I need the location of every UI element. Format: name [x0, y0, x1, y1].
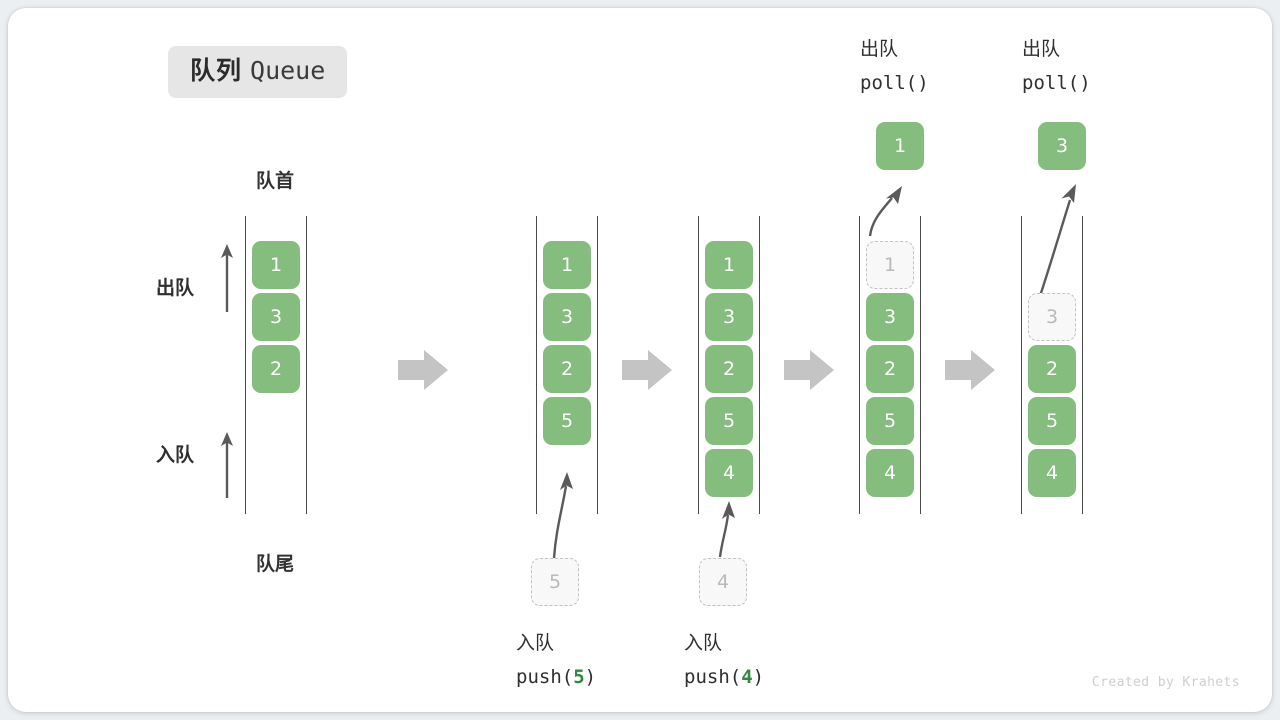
incoming-ghost-box: 5: [531, 558, 579, 606]
popped-element: 3: [1038, 122, 1086, 170]
dequeue-side-label: 出队: [156, 278, 195, 299]
rear-label: 队尾: [255, 554, 294, 575]
queue-item: 4: [1028, 449, 1076, 497]
front-label: 队首: [255, 171, 294, 192]
enqueue-direction-arrow: [221, 432, 233, 498]
queue-item-removed: 1: [866, 241, 914, 289]
poll-arrow-3: [1038, 184, 1076, 297]
step-arrow-3: [784, 350, 834, 390]
queue-item: 1: [543, 241, 591, 289]
queue-item: 5: [543, 397, 591, 445]
push-arrow-4: [718, 501, 735, 558]
caption-cn: 出队: [860, 39, 899, 60]
caption-cn: 出队: [1022, 39, 1061, 60]
queue-item: 2: [543, 345, 591, 393]
caption-code-arg: 4: [741, 665, 753, 688]
queue-item: 3: [705, 293, 753, 341]
queue-rail-right: [1082, 216, 1083, 514]
queue-slots: 1 3 2: [252, 241, 300, 397]
queue-item: 5: [866, 397, 914, 445]
title-cn: 队列: [190, 57, 243, 85]
queue-item: 1: [252, 241, 300, 289]
caption-cn: 入队: [516, 633, 555, 654]
queue-item: 2: [252, 345, 300, 393]
enqueue-side-label: 入队: [156, 445, 195, 466]
queue-item: 4: [705, 449, 753, 497]
poll-arrow-1: [868, 186, 902, 237]
queue-item: 5: [705, 397, 753, 445]
queue-item: 4: [866, 449, 914, 497]
caption-push-4: 入队 push(4): [684, 628, 764, 693]
caption-code-suffix: ): [752, 665, 765, 688]
incoming-ghost-box: 4: [699, 558, 747, 606]
queue-slots: 3 2 5 4: [1028, 241, 1076, 501]
step-arrow-4: [945, 350, 995, 390]
queue-column-initial: 1 3 2: [245, 216, 307, 514]
credit-text: Created by Krahets: [1091, 675, 1240, 690]
queue-item: 3: [543, 293, 591, 341]
queue-column-after-poll-3: 3 2 5 4: [1021, 216, 1083, 514]
queue-item: 1: [705, 241, 753, 289]
caption-code: push(5): [516, 661, 596, 694]
caption-code-prefix: push(: [684, 665, 742, 688]
queue-slots: 1 3 2 5: [543, 241, 591, 449]
queue-item-removed: 3: [1028, 293, 1076, 341]
queue-column-after-push-5: 1 3 2 5: [536, 216, 598, 514]
step-arrow-2: [622, 350, 672, 390]
caption-poll-1: 出队 poll(): [860, 34, 929, 99]
queue-rail-left: [1021, 216, 1022, 514]
queue-rail-right: [920, 216, 921, 514]
queue-rail-left: [245, 216, 246, 514]
queue-item: 3: [866, 293, 914, 341]
queue-rail-right: [306, 216, 307, 514]
queue-rail-left: [698, 216, 699, 514]
title-en: Queue: [250, 56, 326, 85]
popped-element: 1: [876, 122, 924, 170]
queue-item: 2: [1028, 345, 1076, 393]
caption-code: push(4): [684, 661, 764, 694]
step-arrow-1: [398, 350, 448, 390]
queue-slots: 1 3 2 5 4: [866, 241, 914, 501]
queue-item: 2: [705, 345, 753, 393]
caption-code: poll(): [860, 71, 929, 94]
caption-push-5: 入队 push(5): [516, 628, 596, 693]
queue-rail-right: [759, 216, 760, 514]
caption-code: poll(): [1022, 71, 1091, 94]
caption-code-arg: 5: [573, 665, 585, 688]
queue-rail-left: [536, 216, 537, 514]
queue-column-after-push-4: 1 3 2 5 4: [698, 216, 760, 514]
dequeue-direction-arrow: [221, 244, 233, 312]
queue-column-after-poll-1: 1 3 2 5 4: [859, 216, 921, 514]
caption-poll-3: 出队 poll(): [1022, 34, 1091, 99]
queue-slots: 1 3 2 5 4: [705, 241, 753, 501]
push-arrow-5: [552, 472, 573, 559]
queue-rail-right: [597, 216, 598, 514]
caption-code-suffix: ): [584, 665, 597, 688]
queue-item: 5: [1028, 397, 1076, 445]
queue-rail-left: [859, 216, 860, 514]
caption-cn: 入队: [684, 633, 723, 654]
caption-code-prefix: push(: [516, 665, 574, 688]
queue-item: 2: [866, 345, 914, 393]
queue-item: 3: [252, 293, 300, 341]
